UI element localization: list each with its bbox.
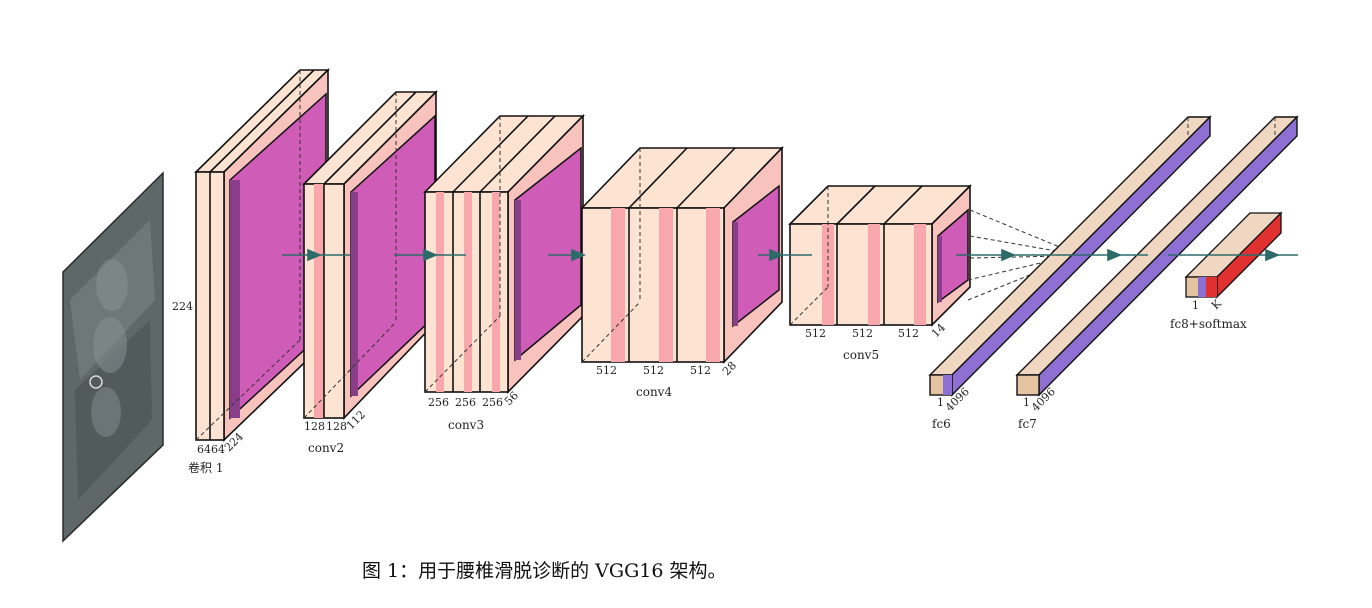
- conv1-block: [194, 68, 330, 442]
- conv4-block: [580, 146, 784, 364]
- conv2-depth-label-2: 128: [326, 420, 347, 433]
- conv3-name-label: conv3: [448, 418, 484, 432]
- conv5-depth-label-2: 512: [852, 327, 873, 340]
- fc7-name-label: fc7: [1018, 417, 1037, 431]
- conv5-depth-label-3: 512: [898, 327, 919, 340]
- conv3-depth-label-2: 256: [455, 396, 476, 409]
- conv3-depth-label-3: 256: [482, 396, 503, 409]
- conv5-depth-label-1: 512: [805, 327, 826, 340]
- input-height-label: 224: [172, 300, 193, 313]
- fc7-depth-label: 1: [1023, 396, 1030, 409]
- conv5-name-label: conv5: [843, 348, 879, 362]
- conv4-name-label: conv4: [636, 385, 672, 399]
- conv2-block: [302, 90, 438, 420]
- conv4-depth-label-2: 512: [643, 364, 664, 377]
- conv3-depth-label-1: 256: [428, 396, 449, 409]
- input-xray-image: [62, 171, 164, 543]
- fc6-name-label: fc6: [932, 417, 951, 431]
- conv4-depth-label-3: 512: [690, 364, 711, 377]
- fc6-depth-label: 1: [937, 396, 944, 409]
- conv4-depth-label-1: 512: [596, 364, 617, 377]
- fc8-width-label: K: [1209, 297, 1225, 313]
- figure-caption: 图 1：用于腰椎滑脱诊断的 VGG16 架构。: [362, 560, 727, 582]
- fc8-name-label: fc8+softmax: [1170, 317, 1247, 331]
- conv5-block: [788, 184, 972, 327]
- fc6-bar: [928, 115, 1212, 397]
- conv3-block: [423, 114, 585, 394]
- conv1-name-label: 卷积 1: [188, 460, 223, 475]
- conv1-depth-label-2: 64: [211, 443, 225, 456]
- flow-arrows: [282, 248, 1298, 262]
- fc8-depth-label: 1: [1192, 299, 1199, 312]
- conv2-depth-label-1: 128: [304, 420, 325, 433]
- conv1-depth-label-1: 64: [197, 443, 211, 456]
- fc7-bar: [1015, 115, 1299, 397]
- conv2-name-label: conv2: [308, 441, 344, 455]
